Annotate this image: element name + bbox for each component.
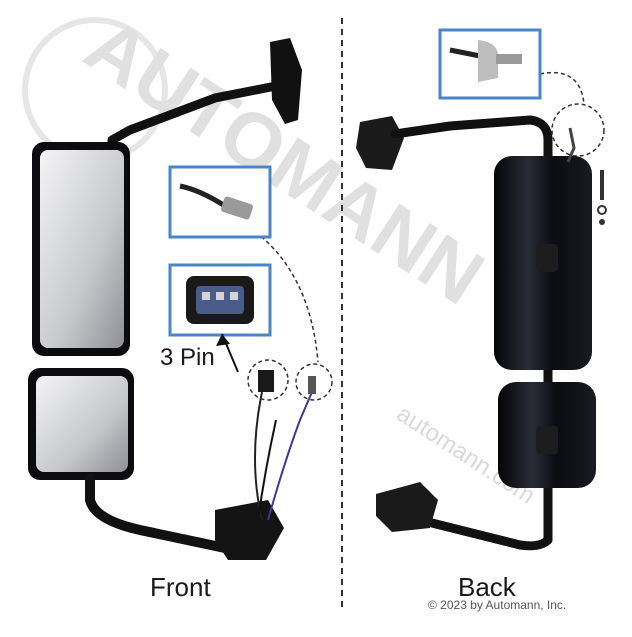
front-mirror bbox=[28, 38, 333, 560]
front-label: Front bbox=[150, 572, 211, 602]
front-main-glass bbox=[40, 150, 124, 348]
front-convex-glass bbox=[36, 376, 128, 472]
pin-count-label: 3 Pin bbox=[160, 344, 215, 371]
back-top-bracket bbox=[356, 116, 404, 170]
front-top-bracket bbox=[270, 38, 302, 124]
back-bottom-bracket bbox=[376, 482, 438, 532]
front-bottom-bracket bbox=[215, 500, 284, 560]
back-mirror bbox=[356, 28, 607, 551]
copyright-text: © 2023 by Automann, Inc. bbox=[428, 598, 567, 612]
back-label: Back bbox=[458, 572, 516, 602]
